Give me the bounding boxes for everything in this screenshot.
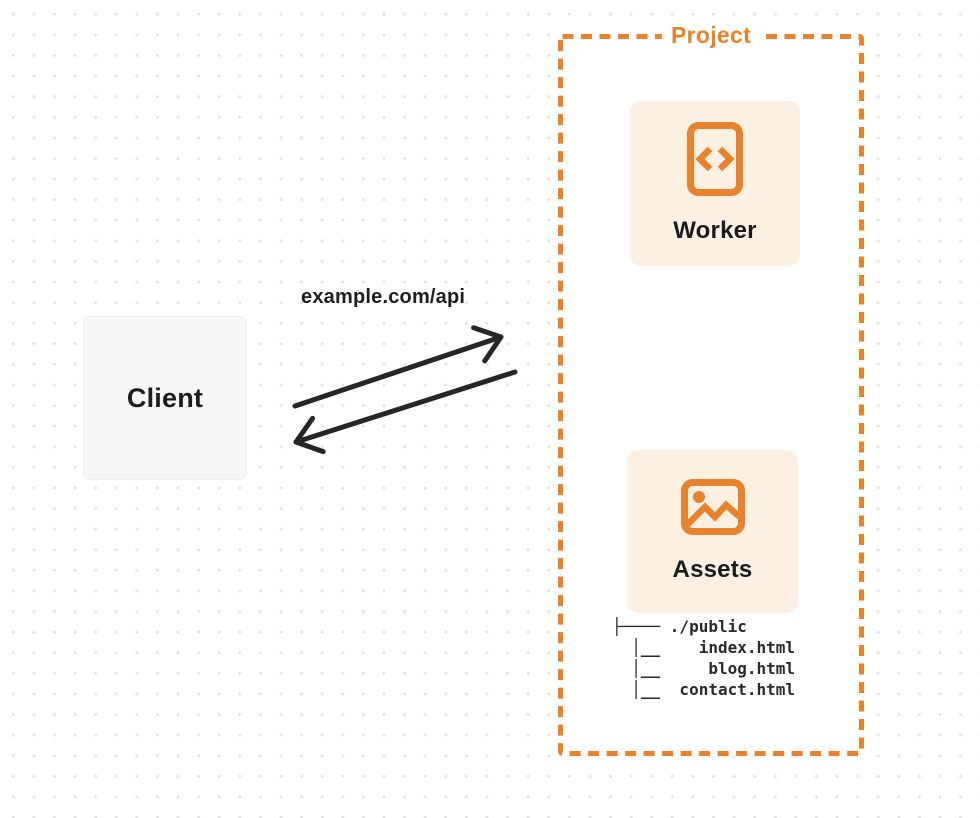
project-boundary: Project Worker Assets (558, 22, 864, 756)
response-arrow (293, 369, 518, 455)
assets-node: Assets (627, 450, 798, 613)
image-icon (680, 479, 745, 535)
request-url-label: example.com/api (301, 286, 466, 308)
worker-node: Worker (630, 101, 800, 266)
assets-label: Assets (672, 556, 753, 583)
request-arrow (292, 325, 504, 409)
project-label: Project (661, 22, 761, 48)
worker-label: Worker (673, 217, 757, 244)
client-label: Client (126, 382, 204, 413)
file-tree: ├──── ./public │__ index.html │__ blog.h… (612, 617, 796, 699)
code-file-icon (687, 122, 743, 196)
client-node: Client (83, 316, 247, 480)
